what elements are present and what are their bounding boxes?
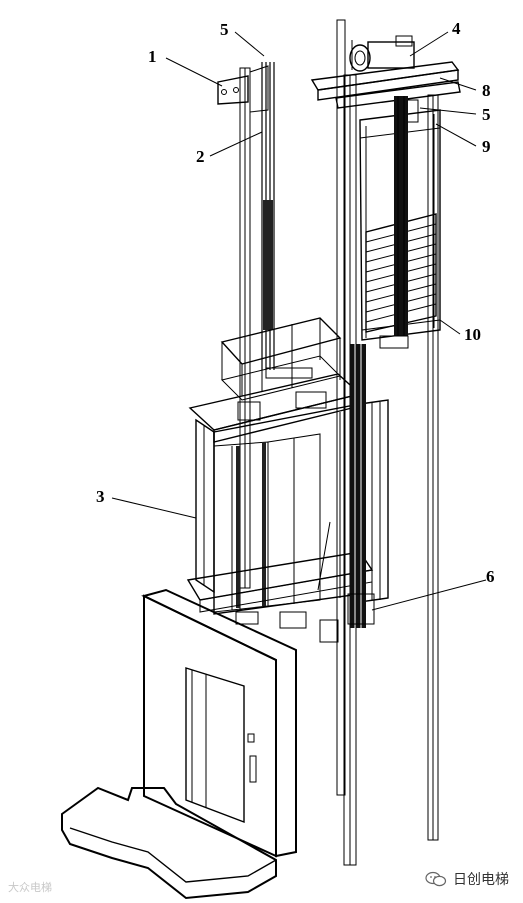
callout-labels: 1 5 2 3 4 8 5 9 10 6 <box>96 19 495 586</box>
counterweight <box>359 96 441 349</box>
label-1: 1 <box>148 47 157 66</box>
label-10: 10 <box>464 325 481 344</box>
left-rail-assembly <box>217 62 275 589</box>
label-8: 8 <box>482 81 491 100</box>
faint-watermark-text: 大众电梯 <box>8 881 52 894</box>
brand-watermark-text: 日创电梯 <box>453 872 509 888</box>
label-4: 4 <box>452 19 461 38</box>
faint-watermark-left: 大众电梯 <box>8 879 52 895</box>
label-2: 2 <box>196 147 205 166</box>
label-6: 6 <box>486 567 495 586</box>
wechat-icon <box>425 871 447 887</box>
leader-lines <box>111 31 487 611</box>
label-5-top-left: 5 <box>220 20 229 39</box>
label-5-right: 5 <box>482 105 491 124</box>
label-9: 9 <box>482 137 491 156</box>
label-3: 3 <box>96 487 105 506</box>
machine-beam-assembly <box>310 35 461 123</box>
brand-watermark: 日创电梯 <box>425 869 509 889</box>
landing-floor <box>61 786 277 900</box>
landing-door-wall <box>141 588 297 858</box>
car-side-ropes <box>347 344 375 628</box>
car-crosshead <box>188 367 362 443</box>
traction-machine <box>349 35 415 72</box>
